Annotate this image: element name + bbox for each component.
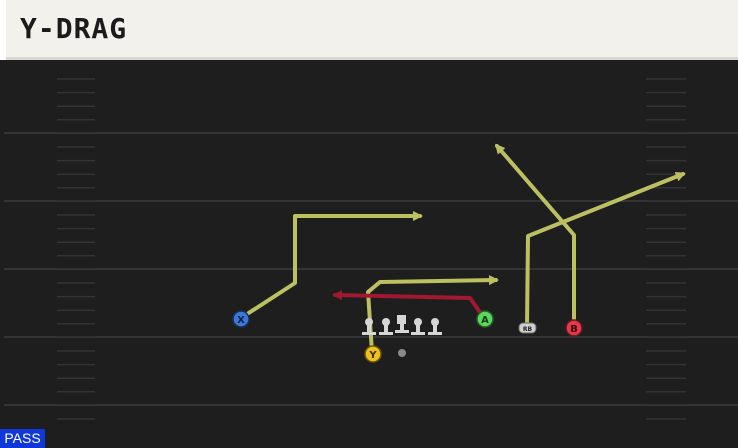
lineman (379, 318, 393, 335)
ball-dot-icon (398, 349, 406, 357)
title-bar: Y-DRAG (0, 0, 738, 60)
player-rb[interactable]: RB (518, 322, 537, 334)
svg-text:RB: RB (523, 326, 533, 333)
yard-lines (4, 132, 738, 406)
lineman (411, 318, 425, 335)
lineman (428, 318, 442, 335)
player-x[interactable]: X (232, 310, 250, 328)
play-title: Y-DRAG (20, 12, 128, 45)
routes (239, 143, 686, 354)
svg-text:A: A (481, 315, 489, 326)
player-a[interactable]: A (476, 310, 494, 328)
title-accent (0, 0, 6, 60)
route-x (239, 211, 423, 320)
svg-text:Y: Y (368, 350, 377, 361)
route-rb (525, 171, 686, 328)
player-y[interactable]: Y (364, 345, 382, 363)
svg-text:X: X (237, 315, 245, 326)
route-a-primary (332, 290, 486, 320)
mode-badge: PASS (0, 429, 45, 448)
hash-marks (57, 78, 686, 420)
offensive-line (362, 315, 442, 335)
route-b (495, 143, 576, 328)
svg-text:B: B (570, 324, 578, 335)
lineman (362, 318, 376, 335)
center-square-icon (395, 315, 409, 333)
player-b[interactable]: B (565, 319, 583, 337)
